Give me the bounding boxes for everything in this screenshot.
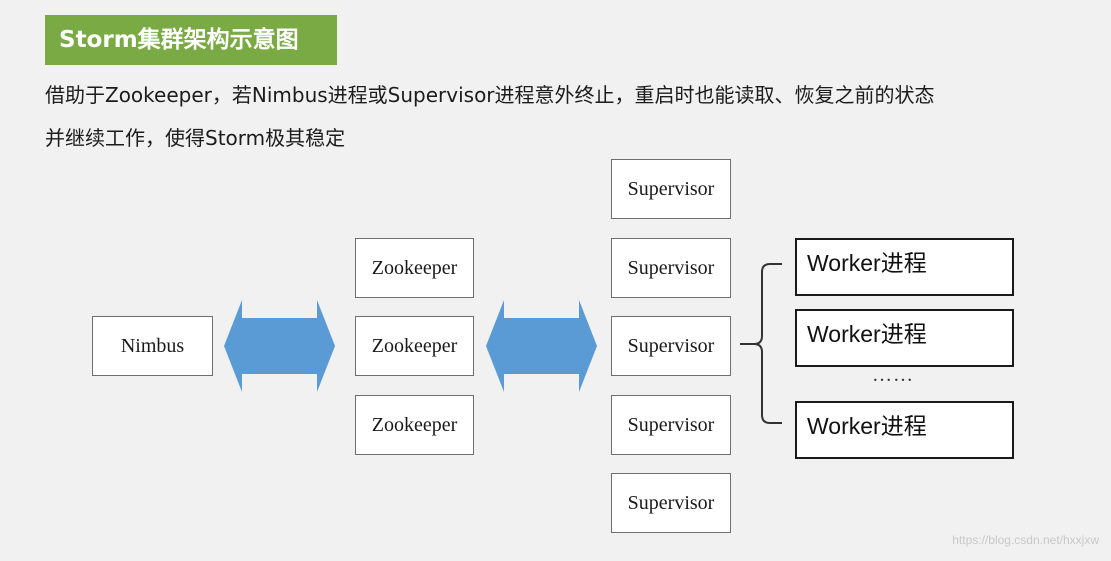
worker-node: Worker进程 <box>795 238 1014 296</box>
description-line-1: 借助于Zookeeper，若Nimbus进程或Supervisor进程意外终止，… <box>45 83 935 107</box>
nimbus-node: Nimbus <box>92 316 213 376</box>
worker-node: Worker进程 <box>795 401 1014 459</box>
zookeeper-node: Zookeeper <box>355 316 474 376</box>
page-title: Storm集群架构示意图 <box>59 27 299 53</box>
supervisor-node: Supervisor <box>611 238 731 298</box>
supervisor-node: Supervisor <box>611 395 731 455</box>
brace-supervisor-workers <box>740 263 782 424</box>
description-line-2: 并继续工作，使得Storm极其稳定 <box>45 126 346 150</box>
zookeeper-node: Zookeeper <box>355 395 474 455</box>
watermark: https://blog.csdn.net/hxxjxw <box>952 533 1099 547</box>
title-banner: Storm集群架构示意图 <box>45 15 337 65</box>
worker-node: Worker进程 <box>795 309 1014 367</box>
workers-ellipsis: …… <box>872 364 914 386</box>
double-arrow-nimbus-zookeeper <box>224 300 335 392</box>
supervisor-node: Supervisor <box>611 316 731 376</box>
zookeeper-node: Zookeeper <box>355 238 474 298</box>
supervisor-node: Supervisor <box>611 159 731 219</box>
supervisor-node: Supervisor <box>611 473 731 533</box>
double-arrow-zookeeper-supervisor <box>486 300 597 392</box>
